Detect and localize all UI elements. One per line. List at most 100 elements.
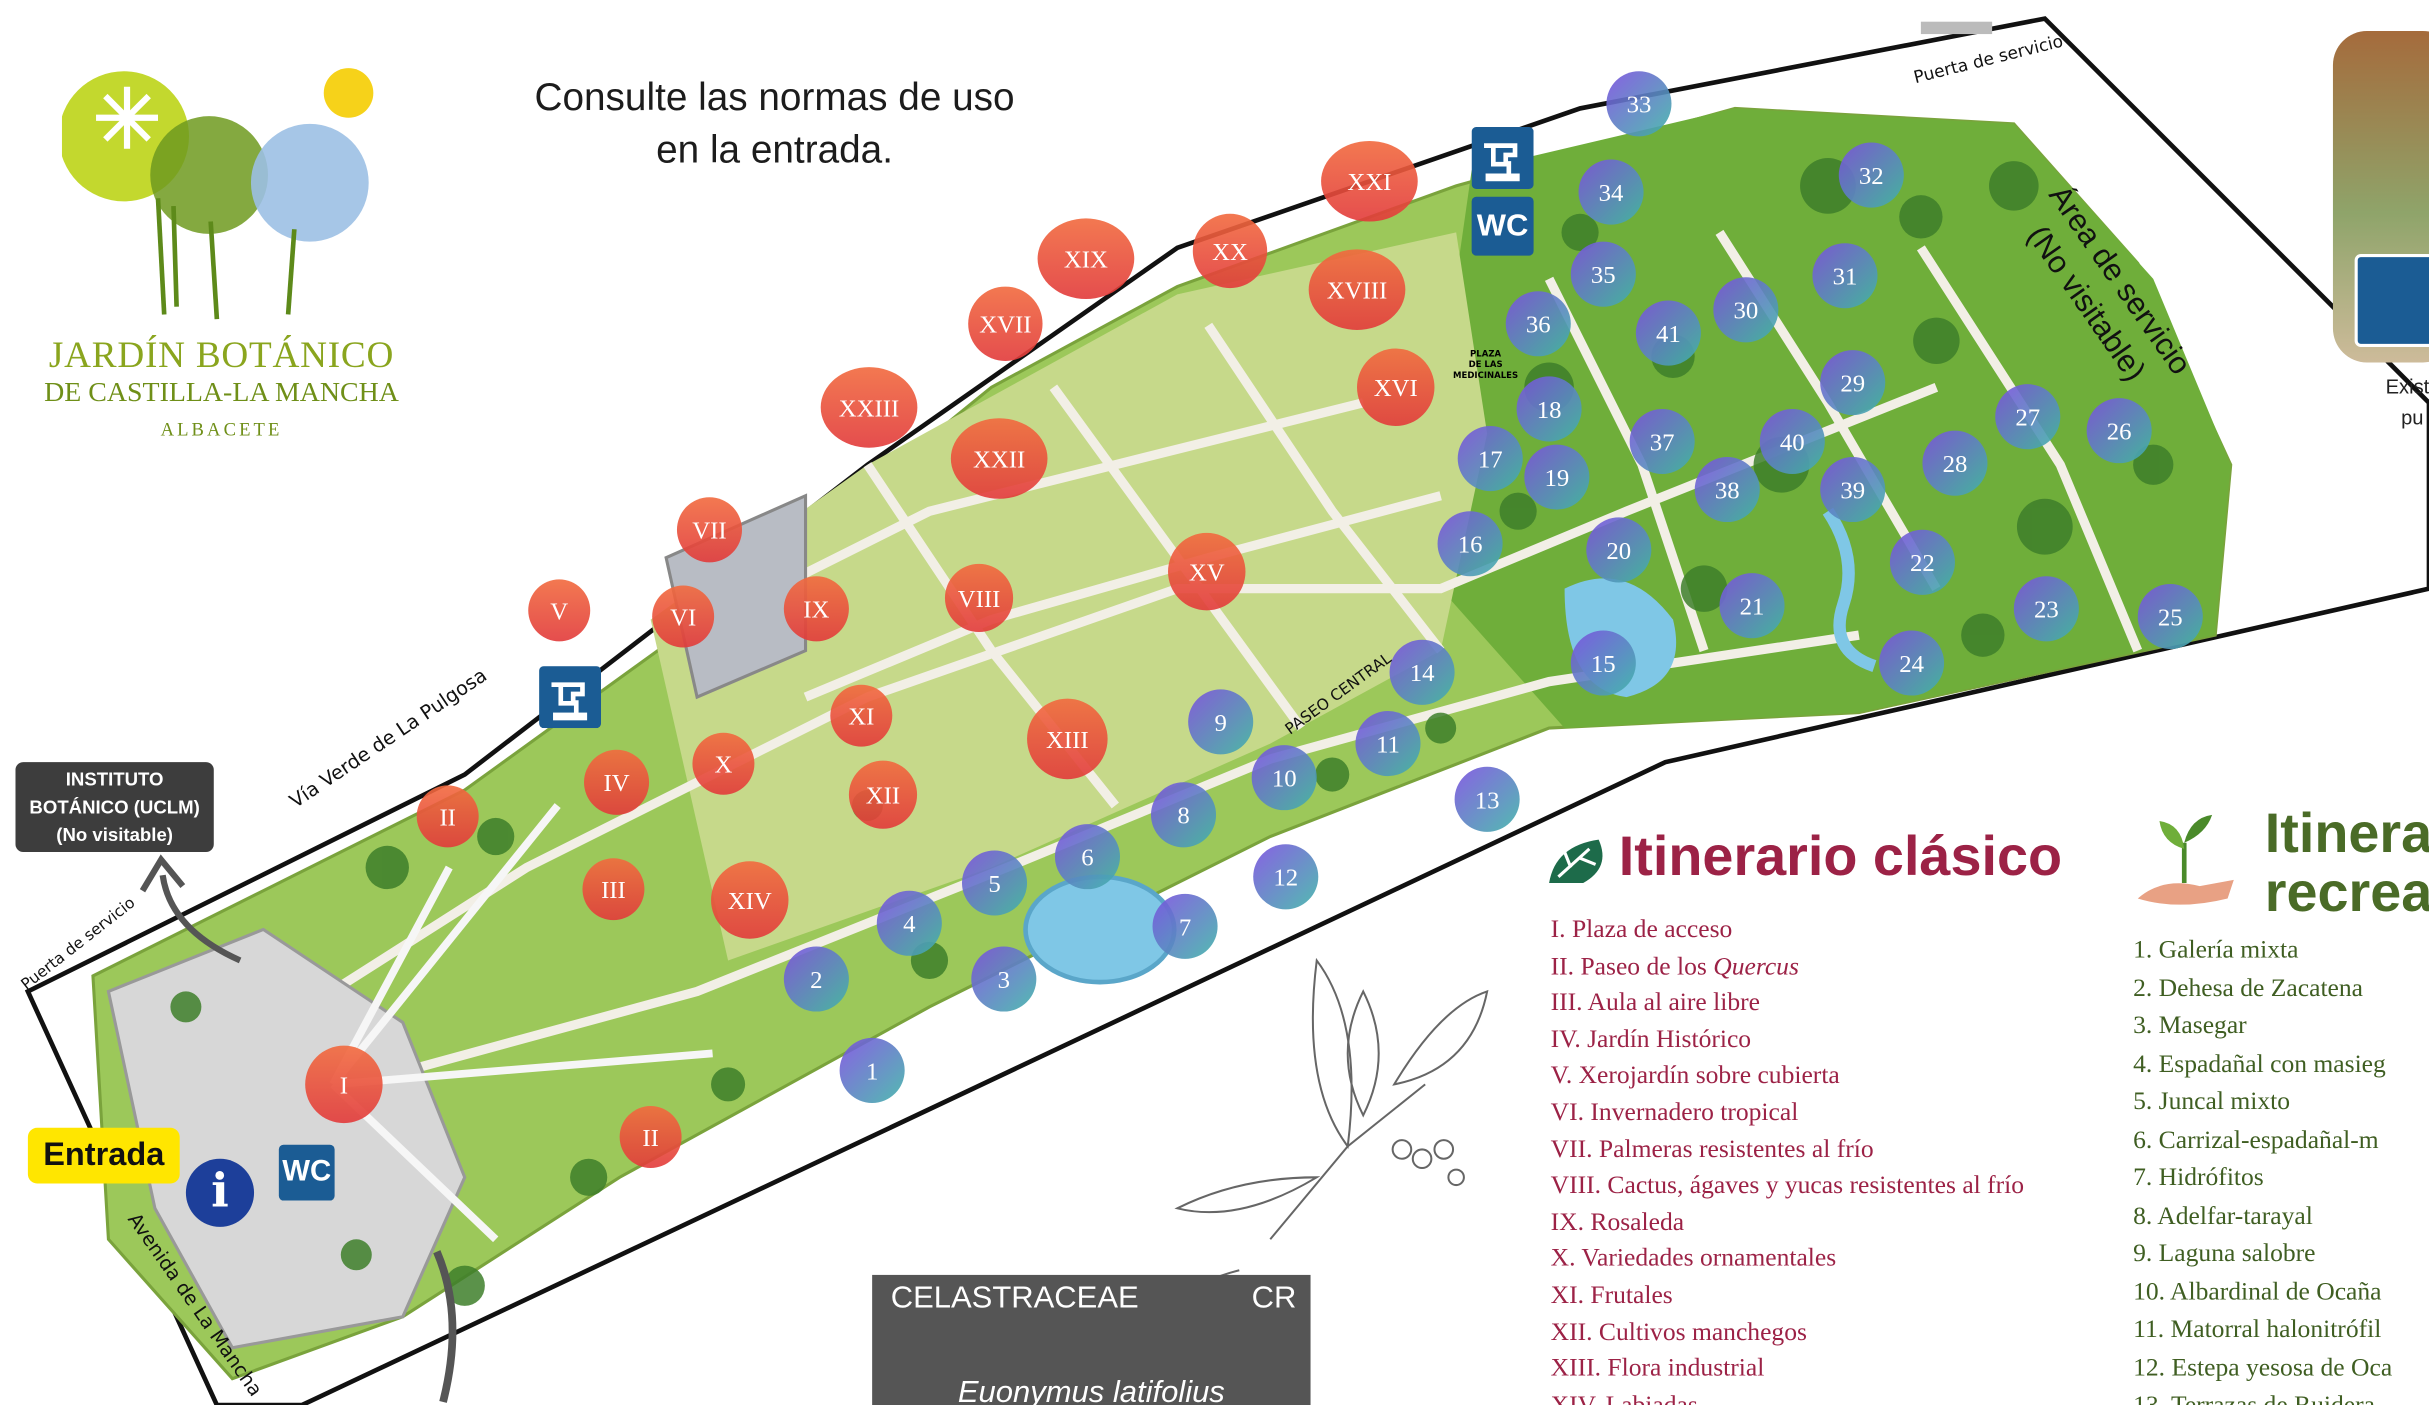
classic-marker: VI [652,585,715,648]
plaza-medicinales-label: PLAZA DE LAS MEDICINALES [1450,350,1521,383]
recreational-marker-circle [1889,529,1955,595]
recreational-marker-label: 17 [1478,446,1503,473]
recreational-marker: 8 [1150,782,1217,848]
recreational-marker: 30 [1713,277,1779,343]
recreational-marker-label: 24 [1899,651,1924,678]
recreational-marker-circle [1355,711,1421,777]
garden-logo [61,68,374,320]
classic-marker: V [528,579,591,642]
recreational-marker: 25 [2137,584,2203,650]
classic-marker: X [692,732,755,795]
recreational-marker-circle [1524,444,1590,510]
recreational-itinerary-title: Itinera recrea [2264,800,2429,924]
classic-marker-label: XII [866,783,900,810]
classic-itinerary-title: Itinerario clásico [1618,824,2063,888]
recreational-marker-label: 4 [903,911,915,938]
recreational-marker-circle [1054,824,1120,890]
classic-marker: XII [848,760,918,829]
recreational-marker-label: 34 [1599,180,1624,207]
classic-marker: XI [830,684,893,747]
recreational-marker-label: 13 [1475,787,1500,814]
classic-marker: IV [584,749,650,815]
recreational-marker-label: 35 [1591,262,1616,289]
recreational-marker-label: 39 [1840,477,1865,504]
recreational-marker-circle [783,946,849,1012]
recreational-marker-label: 32 [1859,163,1884,190]
recreational-marker: 32 [1838,142,1904,208]
recreational-marker-label: 18 [1537,397,1562,424]
list-item: 10. Albardinal de Ocaña [2133,1275,2382,1306]
recreational-marker-circle [1838,142,1904,208]
recreational-marker-circle [1570,630,1636,696]
water-fountain-icon [2354,254,2429,347]
recreational-marker-circle [1812,243,1878,309]
sprout-in-hand-icon [2137,814,2234,905]
recreational-marker-circle [1820,456,1886,523]
list-item: V. Xerojardín sobre cubierta [1550,1060,1840,1090]
usage-rules-notice: Consulte las normas de uso en la entrada… [465,71,1085,176]
recreational-marker-label: 28 [1943,451,1968,478]
recreational-marker: 11 [1355,711,1421,777]
classic-marker-circle [1192,213,1268,289]
recreational-marker-circle [1694,456,1760,523]
classic-marker-label: XXI [1347,169,1391,196]
classic-marker-label: X [714,752,732,779]
classic-marker-label: XV [1189,560,1225,587]
classic-marker: VIII [944,563,1014,633]
recreational-marker-label: 12 [1273,865,1298,892]
classic-marker: IX [783,576,849,642]
classic-marker-circle [848,760,918,829]
recreational-title-line-1: Itinera [2264,800,2429,865]
list-item: XII. Cultivos manchegos [1550,1316,1807,1346]
recreational-marker-circle [839,1037,905,1103]
recreational-marker-label: 9 [1214,710,1226,737]
recreational-marker: 20 [1586,517,1652,583]
recreational-marker: 29 [1820,350,1886,416]
classic-marker-circle [305,1045,383,1124]
recreational-title-line-2: recrea [2264,859,2429,924]
wc-icon-entrance: WC [278,1144,335,1201]
classic-marker-label: XVI [1374,375,1418,402]
classic-marker-circle [582,858,645,921]
list-item: I. Plaza de acceso [1550,913,1733,944]
classic-marker-circle [820,367,918,448]
recreational-marker: 34 [1578,159,1644,225]
recreational-marker: 41 [1635,300,1701,366]
classic-marker: III [582,858,645,921]
recreational-marker-label: 5 [988,871,1000,898]
recreational-marker-label: 19 [1544,465,1569,492]
classic-marker-circle [1168,532,1246,611]
photo-caption-line-2: pu [2401,405,2424,430]
recreational-marker: 16 [1437,511,1503,577]
recreational-marker-label: 37 [1650,429,1675,456]
list-item-italic: Quercus [1713,950,1799,980]
list-item: X. Variedades ornamentales [1550,1242,1837,1273]
list-item: 5. Juncal mixto [2133,1085,2291,1116]
classic-marker-circle [692,732,755,795]
recreational-marker-label: 26 [2107,419,2132,446]
conservation-status-badge: CR [1251,1281,1297,1316]
classic-marker: XVI [1357,348,1435,427]
wc-icon-north: WC [1471,196,1534,256]
recreational-marker-label: 40 [1780,429,1805,456]
list-item: 4. Espadañal con masieg [2133,1047,2386,1078]
recreational-marker: 35 [1570,241,1636,307]
recreational-marker-label: 41 [1656,321,1681,348]
recreational-marker: 23 [2013,576,2079,642]
monstera-leaf-icon [1549,839,1603,883]
recreational-marker-label: 31 [1833,264,1858,291]
plaza-label-line-2: DE LAS [1468,360,1503,371]
recreational-marker-circle [1629,408,1695,475]
list-item: IV. Jardín Histórico [1550,1023,1752,1054]
institute-label: INSTITUTO BOTÁNICO (UCLM) (No visitable) [15,762,214,853]
recreational-marker: 39 [1820,456,1886,523]
classic-marker-circle [830,684,893,747]
recreational-marker-label: 16 [1458,532,1483,559]
list-item: 13. Terrazas de Ruidera [2133,1389,2375,1405]
recreational-marker-circle [1389,639,1455,705]
recreational-marker-label: 38 [1715,477,1740,504]
recreational-marker: 24 [1879,630,1945,696]
recreational-marker-circle [1505,291,1571,357]
recreational-marker-label: 23 [2034,597,2059,624]
